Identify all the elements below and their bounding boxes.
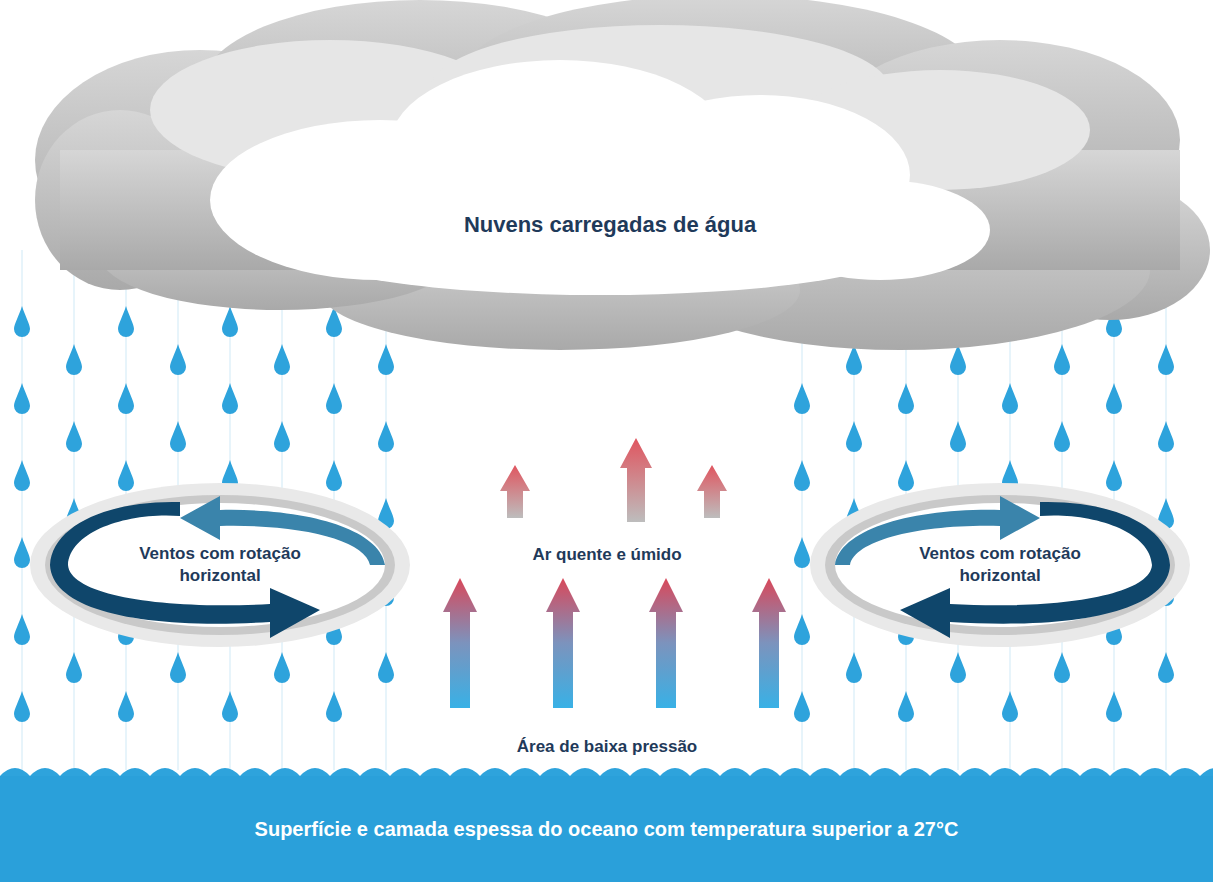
node-text: Nuvens carregadas de água [464,211,756,240]
node-text: Superfície e camada espessa do oceano co… [255,816,959,842]
warm-air-arrows [443,438,786,708]
node-text: Ventos com rotação horizontal [120,543,320,587]
free-label: Ar quente e úmido [532,545,681,565]
node-text: Ventos com rotação horizontal [900,543,1100,587]
cloud [35,0,1210,350]
vortex-shape [20,470,420,660]
ocean-band: Superfície e camada espessa do oceano co… [0,762,1213,882]
wind-vortex: Ventos com rotação horizontal [20,470,420,660]
vortex-shape [800,470,1200,660]
cloud-box: Nuvens carregadas de água [300,195,920,255]
wind-vortex: Ventos com rotação horizontal [800,470,1200,660]
free-label: Área de baixa pressão [517,737,697,757]
